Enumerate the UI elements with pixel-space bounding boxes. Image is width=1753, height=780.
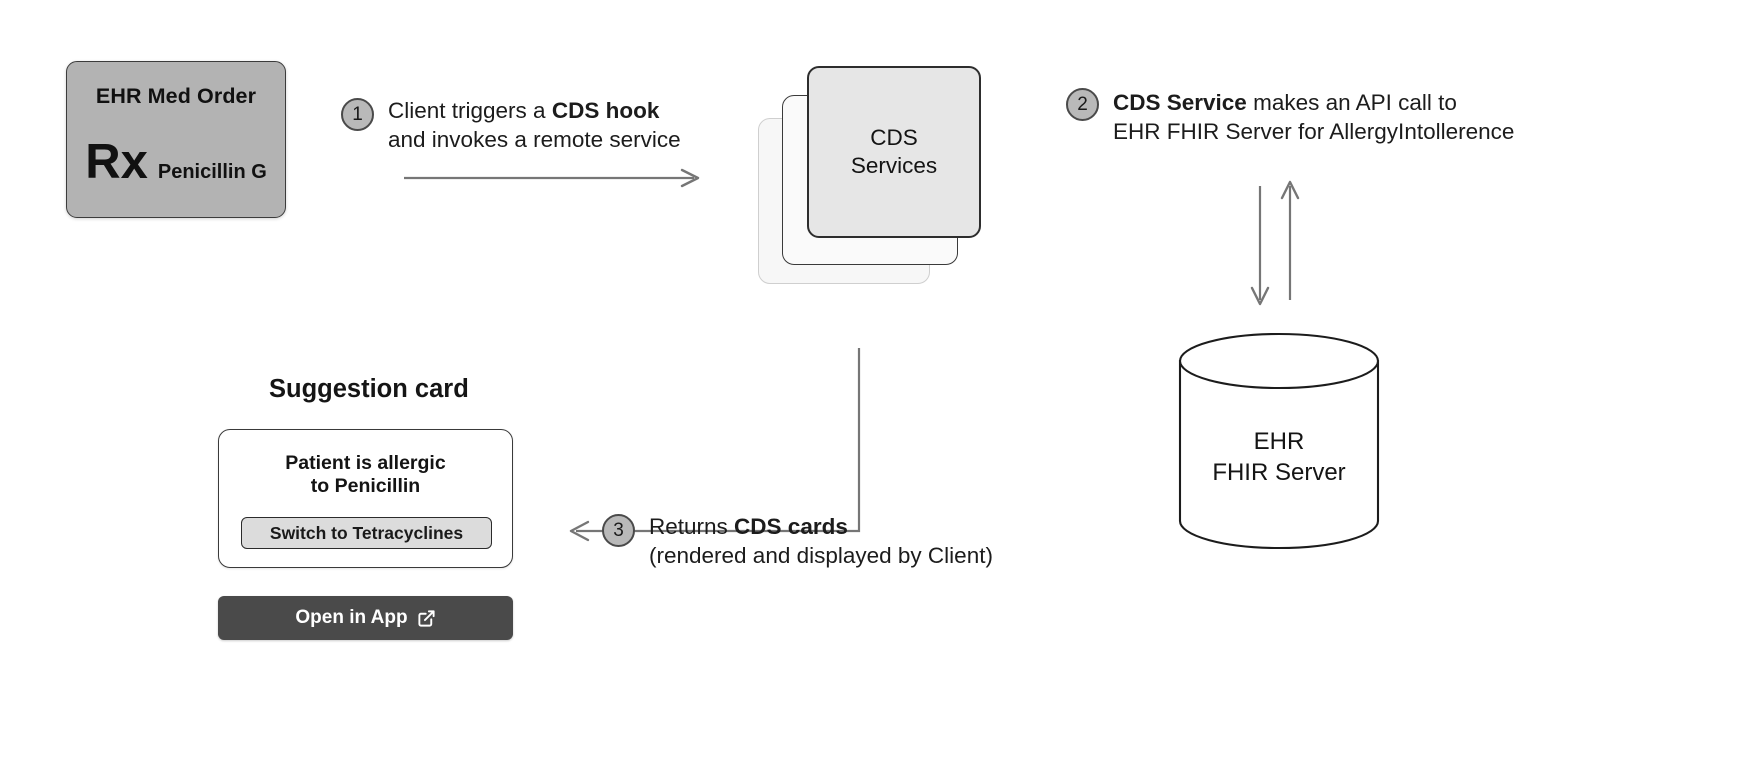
step-3-text: Returns CDS cards (rendered and displaye… — [649, 512, 993, 570]
cds-services-label: CDS Services — [851, 124, 937, 180]
step-1: 1 Client triggers a CDS hook and invokes… — [341, 96, 681, 154]
step-1-line-2: and invokes a remote service — [388, 127, 681, 152]
rx-symbol: Rx — [85, 135, 148, 189]
cds-services-label-line-1: CDS — [870, 125, 918, 150]
suggestion-card-headline-line-1: Patient is allergic — [285, 452, 446, 474]
suggestion-card: Patient is allergic to Penicillin Switch… — [218, 429, 513, 568]
step-2-badge: 2 — [1066, 88, 1099, 121]
switch-to-tetracyclines-button[interactable]: Switch to Tetracyclines — [241, 517, 492, 549]
step-2: 2 CDS Service makes an API call to EHR F… — [1066, 88, 1514, 146]
step-3-line-2: (rendered and displayed by Client) — [649, 543, 993, 568]
step-2-line-2: EHR FHIR Server for AllergyIntollerence — [1113, 119, 1515, 144]
step-2-line-1-post: makes an API call to — [1246, 90, 1457, 115]
step-2-line-1: CDS Service makes an API call to — [1113, 88, 1514, 117]
open-in-app-label: Open in App — [295, 607, 408, 628]
step-3-line-1-pre: Returns — [649, 514, 735, 539]
cds-service-sheet-front: CDS Services — [807, 66, 981, 238]
step-1-line-1-bold: CDS hook — [551, 98, 660, 123]
step-2-text: CDS Service makes an API call to EHR FHI… — [1113, 88, 1514, 146]
step-2-line-1-bold: CDS Service — [1113, 90, 1247, 115]
suggestion-card-headline-line-2: to Penicillin — [310, 475, 421, 497]
step-3: 3 Returns CDS cards (rendered and displa… — [602, 512, 993, 570]
fhir-to-cds-response-arrow — [1280, 180, 1300, 300]
step-1-line-1-pre: Client triggers a — [388, 98, 552, 123]
suggestion-card-title: Suggestion card — [269, 375, 469, 403]
cds-to-fhir-request-arrow — [1250, 186, 1270, 306]
step-3-line-1-bold: CDS cards — [734, 514, 848, 539]
ehr-fhir-server-label-line-2: FHIR Server — [1212, 459, 1346, 486]
open-in-app-button[interactable]: Open in App — [218, 596, 513, 640]
external-link-icon — [417, 609, 436, 628]
cds-services-label-line-2: Services — [850, 153, 938, 178]
suggestion-card-headline: Patient is allergic to Penicillin — [219, 452, 512, 498]
ehr-fhir-server-label-line-1: EHR — [1253, 428, 1305, 455]
ehr-med-order-title: EHR Med Order — [95, 84, 257, 108]
step-3-badge: 3 — [602, 514, 635, 547]
step-1-line-1: Client triggers a CDS hook — [388, 96, 681, 125]
cylinder-shape — [1178, 332, 1380, 550]
ehr-med-order-card: EHR Med Order Rx Penicillin G — [66, 61, 286, 218]
client-to-cds-arrow — [404, 168, 700, 188]
step-1-badge: 1 — [341, 98, 374, 131]
drug-name: Penicillin G — [157, 161, 267, 183]
cds-services-stack: CDS Services — [758, 66, 983, 284]
ehr-fhir-server-cylinder: EHR FHIR Server — [1178, 332, 1380, 550]
ehr-med-order-prescription: Rx Penicillin G — [67, 138, 285, 187]
ehr-fhir-server-label: EHR FHIR Server — [1178, 426, 1380, 488]
step-1-text: Client triggers a CDS hook and invokes a… — [388, 96, 681, 154]
step-3-line-1: Returns CDS cards — [649, 512, 993, 541]
